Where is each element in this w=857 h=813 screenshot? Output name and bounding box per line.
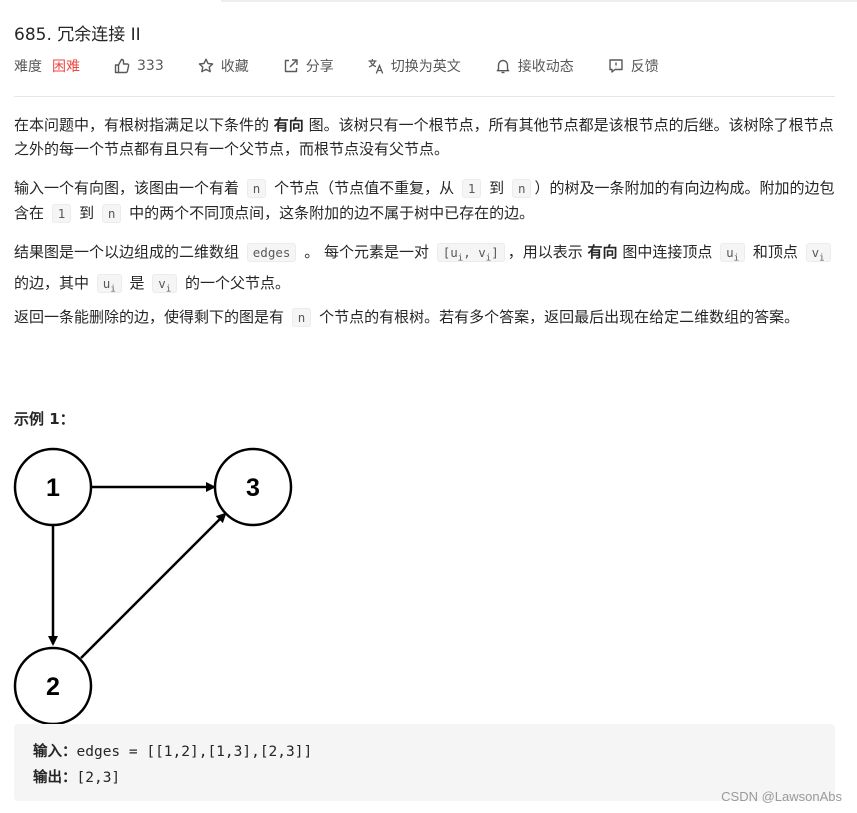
- inline-code: ui: [96, 273, 122, 294]
- example-code-block: 输入：edges = [[1,2],[1,3],[2,3]] 输出：[2,3]: [14, 724, 835, 801]
- description-paragraph-3: 结果图是一个以边组成的二维数组 edges 。 每个元素是一对 [ui, vi]…: [14, 240, 839, 301]
- top-divider: [221, 0, 857, 2]
- inline-code: [ui, vi]: [436, 243, 505, 264]
- favorite-label: 收藏: [220, 59, 249, 75]
- svg-text:3: 3: [246, 474, 260, 502]
- share-button[interactable]: 分享: [282, 56, 334, 76]
- inline-code: n: [246, 179, 267, 198]
- favorite-button[interactable]: 收藏: [197, 56, 249, 76]
- star-icon: [197, 57, 215, 75]
- inline-code: n: [291, 308, 312, 327]
- bell-icon: [494, 57, 512, 75]
- difficulty-value: 困难: [52, 59, 80, 75]
- inline-code: 1: [461, 179, 482, 198]
- share-icon: [282, 57, 300, 75]
- inline-code: ui: [720, 243, 746, 264]
- header-divider: [14, 96, 835, 97]
- like-button[interactable]: 333: [113, 57, 164, 75]
- inline-code: 1: [51, 204, 72, 223]
- output-label: 输出：: [33, 770, 77, 786]
- subscribe-button[interactable]: 接收动态: [494, 56, 574, 76]
- translate-button[interactable]: 切换为英文: [367, 56, 461, 76]
- graph-edge-2-3: [80, 512, 227, 659]
- graph-node-2: 2: [13, 646, 93, 726]
- example-title: 示例 1：: [14, 410, 75, 428]
- thumbs-up-icon: [113, 57, 131, 75]
- problem-title: 685. 冗余连接 II: [14, 25, 141, 45]
- inline-code: vi: [805, 243, 831, 264]
- problem-meta-bar: 难度 困难 333 收藏 分享: [14, 55, 659, 77]
- svg-text:1: 1: [46, 474, 60, 502]
- share-label: 分享: [305, 59, 334, 75]
- inline-code: n: [101, 204, 122, 223]
- svg-text:2: 2: [46, 673, 60, 701]
- likes-count: 333: [137, 58, 164, 74]
- feedback-label: 反馈: [630, 59, 659, 75]
- input-value: edges = [[1,2],[1,3],[2,3]]: [76, 744, 313, 760]
- description-paragraph-2: 输入一个有向图，该图由一个有着 n 个节点（节点值不重复，从 1 到 n）的树及…: [14, 179, 835, 223]
- difficulty-label: 难度: [14, 59, 42, 75]
- inline-code: edges: [246, 243, 297, 262]
- output-value: [2,3]: [76, 770, 121, 786]
- example-output-line: 输出：[2,3]: [33, 766, 120, 787]
- description-paragraph-1: 在本问题中，有根树指满足以下条件的 有向 图。该树只有一个根节点，所有其他节点都…: [14, 116, 834, 158]
- inline-code: vi: [152, 273, 178, 294]
- feedback-icon: [607, 57, 625, 75]
- description-paragraph-4: 返回一条能删除的边，使得剩下的图是有 n 个节点的有根树。若有多个答案，返回最后…: [14, 308, 800, 327]
- watermark: CSDN @LawsonAbs: [721, 789, 842, 804]
- example-graph: 1 3 2: [13, 447, 293, 726]
- graph-node-1: 1: [13, 447, 93, 527]
- feedback-button[interactable]: 反馈: [607, 56, 659, 76]
- translate-icon: [367, 57, 385, 75]
- inline-code: n: [511, 179, 532, 198]
- graph-node-3: 3: [213, 447, 293, 527]
- subscribe-label: 接收动态: [517, 59, 574, 75]
- translate-label: 切换为英文: [390, 59, 461, 75]
- example-input-line: 输入：edges = [[1,2],[1,3],[2,3]]: [33, 740, 312, 761]
- input-label: 输入：: [33, 744, 77, 760]
